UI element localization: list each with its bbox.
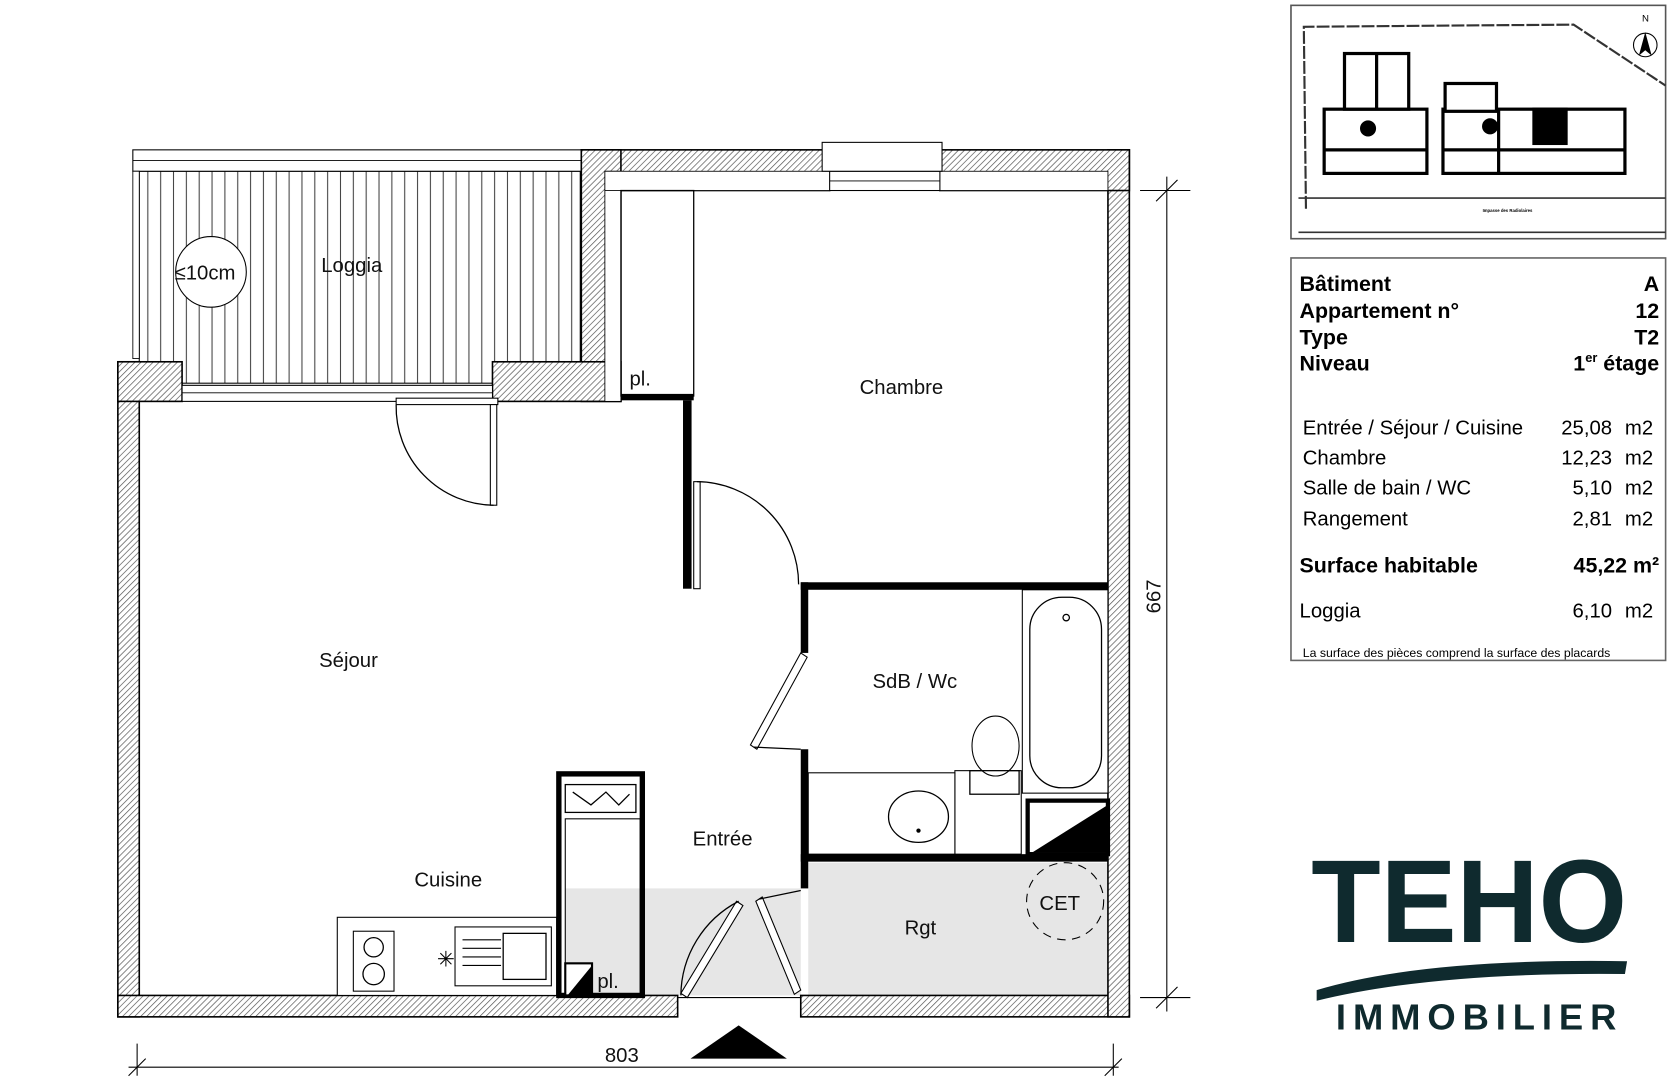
value-room-chambre: 12,23 [1561, 448, 1612, 470]
label-room-chambre: Chambre [1303, 448, 1387, 470]
room-label-cuisine: Cuisine [414, 869, 482, 891]
wall-sdb-left-bottom [800, 749, 809, 889]
wall-sejour-top-left [117, 360, 183, 403]
room-label-loggia: Loggia [321, 255, 383, 277]
teho-logo: TEHO IMMOBILIER [1311, 835, 1628, 1038]
window-sejour [181, 384, 499, 406]
info-table: Bâtiment A Appartement n° 12 Type T2 Niv… [1290, 257, 1667, 662]
wall-left [117, 360, 141, 1018]
room-label-chambre: Chambre [860, 377, 944, 399]
room-label-placard-bottom: pl. [597, 971, 618, 993]
svg-text:TEHO: TEHO [1311, 835, 1627, 967]
rgt-floor [808, 862, 1108, 996]
street-label: Impasse des Radiolaires [1483, 208, 1533, 213]
room-label-cet: CET [1039, 893, 1080, 915]
label-niveau: Niveau [1300, 351, 1370, 375]
wall-rgt-top [800, 854, 1108, 862]
wall-placard [620, 393, 694, 401]
svg-text:m2: m2 [1625, 418, 1653, 440]
dimension-width: 803 [128, 1043, 1123, 1077]
wall-bottom-left [117, 994, 679, 1018]
label-appartement: Appartement n° [1300, 299, 1460, 323]
svg-text:m2: m2 [1625, 478, 1653, 500]
washbasin [807, 772, 956, 855]
surface-note: La surface des pièces comprend la surfac… [1303, 646, 1611, 660]
label-room-sdb: Salle de bain / WC [1303, 478, 1471, 500]
apartment-plan: ✳ [117, 141, 1191, 1077]
value-loggia: 6,10 [1573, 601, 1613, 623]
value-room-sdb: 5,10 [1573, 478, 1613, 500]
label-room-rangement: Rangement [1303, 509, 1408, 531]
door-chambre[interactable] [693, 481, 800, 590]
value-niveau: 1er étage [1573, 350, 1659, 376]
door-rgt[interactable] [755, 889, 802, 996]
kitchen-counter: ✳ [336, 916, 558, 996]
label-loggia: Loggia [1300, 601, 1362, 623]
wall-sdb-left-top [800, 582, 809, 653]
toilet [954, 715, 1022, 855]
value-batiment: A [1644, 272, 1659, 296]
room-label-sejour: Séjour [319, 650, 378, 672]
room-label-rgt: Rgt [905, 917, 937, 939]
room-label-sdb: SdB / Wc [872, 671, 957, 693]
value-appartement: 12 [1635, 299, 1659, 323]
building-right [1441, 81, 1627, 176]
loggia-threshold-note: ≤10cm [175, 262, 236, 284]
wall-sejour-top-right [491, 360, 622, 403]
svg-text:IMMOBILIER: IMMOBILIER [1336, 997, 1616, 1038]
label-surface-habitable: Surface habitable [1300, 554, 1478, 578]
front-door[interactable] [677, 900, 801, 999]
north-arrow-icon: N [1632, 13, 1658, 58]
svg-text:m2: m2 [1625, 601, 1653, 623]
wall-bottom-right [799, 994, 1131, 1018]
svg-text:m2: m2 [1625, 509, 1653, 531]
placard-bottom [564, 962, 594, 997]
door-loggia[interactable] [395, 404, 498, 506]
label-room-sejour: Entrée / Séjour / Cuisine [1303, 418, 1523, 440]
wall-sejour-chambre [683, 400, 692, 589]
svg-text:N: N [1642, 13, 1649, 24]
dimension-height: 667 [1140, 176, 1191, 1012]
value-type: T2 [1634, 326, 1659, 350]
label-batiment: Bâtiment [1300, 272, 1392, 296]
loggia-threshold-icon [175, 236, 247, 308]
site-plan: Impasse des Radiolaires N [1290, 4, 1667, 240]
building-left [1322, 51, 1429, 176]
svg-text:803: 803 [605, 1045, 639, 1067]
value-room-rangement: 2,81 [1573, 509, 1613, 531]
fridge [556, 771, 646, 999]
bathtub [1021, 589, 1109, 794]
wall-chambre-sdb [800, 582, 1108, 590]
cet-icon [1026, 862, 1105, 941]
window-chambre [821, 141, 943, 192]
room-label-entree: Entrée [693, 829, 753, 851]
svg-text:m2: m2 [1625, 448, 1653, 470]
entrance-arrow-icon [690, 1025, 787, 1059]
wall-right [1107, 149, 1131, 1018]
technical-shaft [1025, 798, 1111, 857]
dishwasher-icon: ✳ [437, 948, 455, 972]
door-sdb[interactable] [749, 652, 808, 751]
label-type: Type [1300, 326, 1348, 350]
svg-text:667: 667 [1143, 579, 1165, 613]
hob-icon [352, 930, 395, 992]
value-room-sejour: 25,08 [1561, 418, 1612, 440]
value-surface-habitable: 45,22 m² [1574, 554, 1660, 578]
room-label-placard-top: pl. [629, 368, 650, 390]
